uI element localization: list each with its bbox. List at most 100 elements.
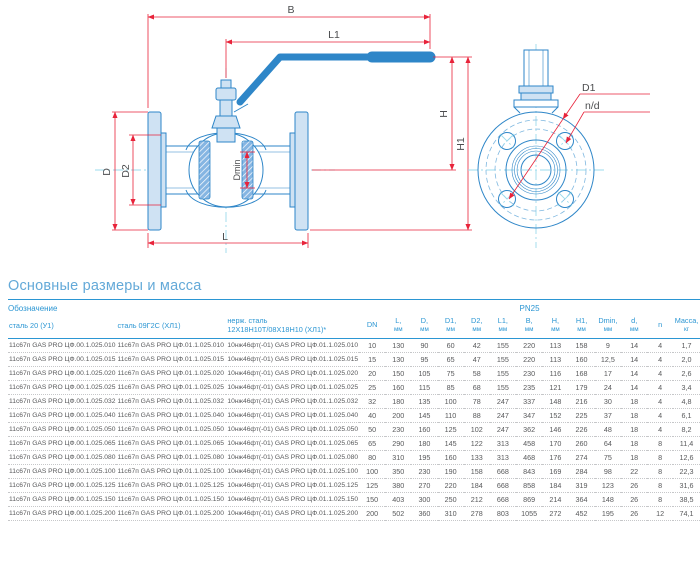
value-cell: 38,5 (673, 492, 700, 507)
column-header-h1: H1,мм (568, 314, 595, 339)
column-header-mass: Масса,кг (673, 314, 700, 339)
value-cell: 100 (437, 394, 464, 409)
designation-cell: 11с67п GAS PRO ЦФ.01.1.025.100 (116, 464, 227, 479)
value-cell: 4 (647, 394, 674, 409)
value-cell: 668 (489, 492, 516, 507)
value-cell: 180 (411, 436, 438, 451)
value-cell: 10 (359, 338, 386, 353)
flange-outer-circle (477, 111, 595, 229)
value-cell: 212 (463, 492, 490, 507)
value-cell: 310 (437, 506, 464, 521)
value-cell: 8 (647, 436, 674, 451)
value-cell: 14 (621, 366, 648, 381)
right-raised-face (289, 132, 296, 208)
callout-label-d1: D1 (582, 82, 596, 94)
value-cell: 195 (594, 506, 622, 521)
valve-drawing-svg: B L1 H H1 D D2 (95, 4, 650, 253)
value-cell: 110 (437, 408, 464, 423)
value-cell: 123 (594, 478, 622, 493)
value-cell: 220 (437, 478, 464, 493)
value-cell: 168 (568, 366, 595, 381)
value-cell: 214 (542, 492, 569, 507)
value-cell: 290 (385, 436, 412, 451)
table-head: Обозначение PN25 сталь 20 (У1) сталь 09Г… (8, 300, 700, 339)
column-header-dn: DN (359, 314, 386, 339)
designation-cell: 10нж46фт(-01) GAS PRO ЦФ.01.1.025.040 (226, 408, 360, 423)
value-cell: 247 (489, 422, 516, 437)
value-cell: 158 (463, 464, 490, 479)
value-cell: 115 (411, 380, 438, 395)
designation-cell: 11с67п GAS PRO ЦФ.00.1.025.100 (8, 464, 117, 479)
column-header-d1: D1,мм (437, 314, 464, 339)
designation-cell: 11с67п GAS PRO ЦФ.00.1.025.040 (8, 408, 117, 423)
value-cell: 4 (647, 366, 674, 381)
value-cell: 15 (359, 352, 386, 367)
designation-cell: 11с67п GAS PRO ЦФ.00.1.025.065 (8, 436, 117, 451)
value-cell: 184 (463, 478, 490, 493)
value-cell: 247 (489, 408, 516, 423)
value-cell: 85 (437, 380, 464, 395)
value-cell: 105 (411, 366, 438, 381)
dimension-d: D (101, 111, 148, 231)
value-cell: 150 (359, 492, 386, 507)
value-cell: 230 (515, 366, 543, 381)
value-cell: 179 (568, 380, 595, 395)
left-flange (147, 111, 162, 231)
value-cell: 18 (621, 436, 648, 451)
designation-cell: 10нж46фт(-01) GAS PRO ЦФ.01.1.025.125 (226, 478, 360, 493)
designation-cell: 10нж46фт(-01) GAS PRO ЦФ.01.1.025.080 (226, 450, 360, 465)
handle (236, 51, 436, 106)
value-cell: 58 (463, 366, 490, 381)
value-cell: 160 (437, 450, 464, 465)
value-cell: 64 (594, 436, 622, 451)
designation-cell: 10нж46фт(-01) GAS PRO ЦФ.01.1.025.050 (226, 422, 360, 437)
designation-cell: 11с67п GAS PRO ЦФ.01.1.025.010 (116, 338, 227, 353)
designation-cell: 10нж46фт(-01) GAS PRO ЦФ.01.1.025.020 (226, 366, 360, 381)
value-cell: 230 (411, 464, 438, 479)
column-header-row: сталь 20 (У1) сталь 09Г2С (ХЛ1) нерж. ст… (8, 314, 700, 339)
value-cell: 130 (385, 352, 412, 367)
value-cell: 195 (411, 450, 438, 465)
value-cell: 130 (385, 338, 412, 353)
value-cell: 148 (542, 394, 569, 409)
dimension-l1: L1 (225, 29, 431, 78)
value-cell: 14 (621, 338, 648, 353)
column-header-d: D,мм (411, 314, 438, 339)
value-cell: 300 (411, 492, 438, 507)
bolt-holes (498, 132, 574, 208)
value-cell: 8 (647, 450, 674, 465)
designation-cell: 11с67п GAS PRO ЦФ.01.1.025.065 (116, 436, 227, 451)
column-header-n: n (647, 314, 674, 339)
value-cell: 250 (437, 492, 464, 507)
value-cell: 364 (568, 492, 595, 507)
value-cell: 50 (359, 422, 386, 437)
dimension-b: B (147, 4, 431, 108)
value-cell: 90 (411, 338, 438, 353)
value-cell: 125 (437, 422, 464, 437)
value-cell: 11,4 (673, 436, 700, 451)
value-cell: 260 (568, 436, 595, 451)
gasket-ring (516, 150, 556, 190)
value-cell: 180 (385, 394, 412, 409)
pn-group-header: PN25 (519, 304, 540, 313)
value-cell: 48 (594, 422, 622, 437)
designation-cell: 11с67п GAS PRO ЦФ.01.1.025.080 (116, 450, 227, 465)
value-cell: 113 (542, 352, 569, 367)
value-cell: 113 (542, 338, 569, 353)
value-cell: 18 (621, 450, 648, 465)
value-cell: 452 (568, 506, 595, 521)
value-cell: 668 (489, 478, 516, 493)
value-cell: 668 (489, 464, 516, 479)
gasket-ring (511, 145, 561, 195)
value-cell: 1,7 (673, 338, 700, 353)
value-cell: 18 (621, 394, 648, 409)
value-cell: 68 (463, 380, 490, 395)
designation-cell: 11с67п GAS PRO ЦФ.00.1.025.200 (8, 506, 117, 521)
